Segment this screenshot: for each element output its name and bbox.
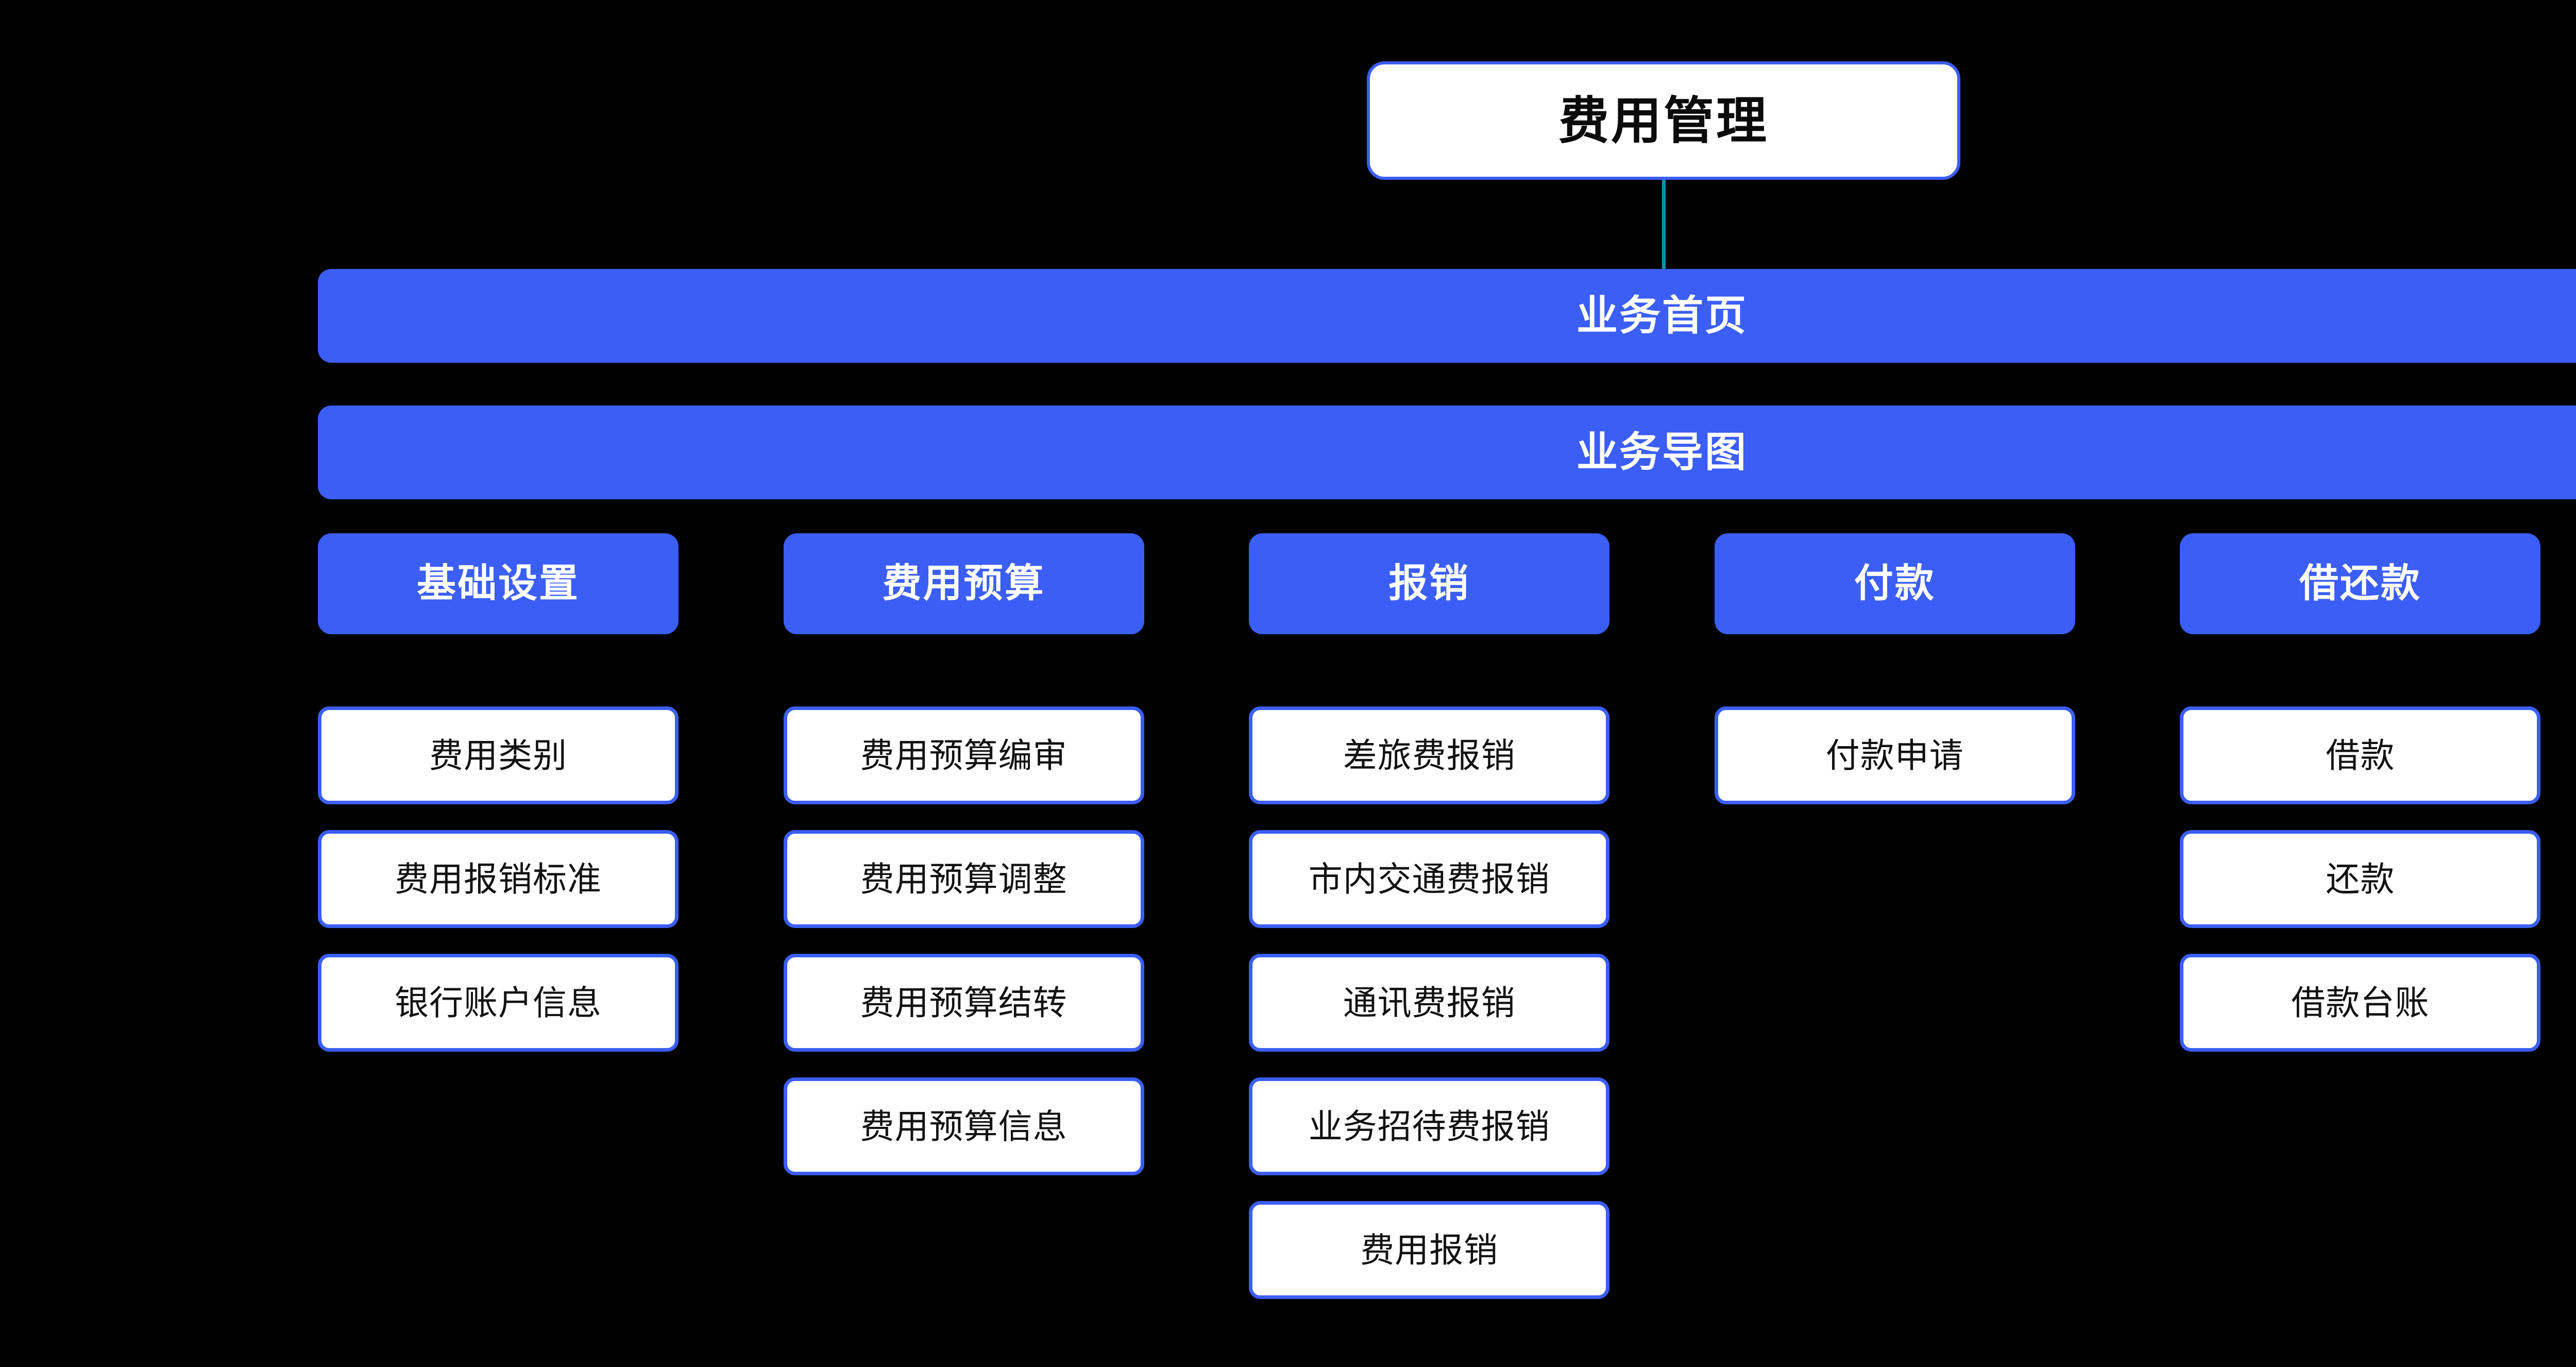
bar-business-map-label: 业务导图 [1577, 429, 1748, 475]
column-spacer [318, 634, 679, 706]
root-node-label: 费用管理 [1558, 92, 1769, 149]
list-item-label: 差旅费报销 [1343, 736, 1516, 774]
column-expense-budget: 费用预算 费用预算编审 费用预算调整 费用预算结转 费用预算信息 [783, 533, 1144, 1337]
column-payment: 付款 付款申请 [1714, 533, 2075, 1337]
list-item-label: 通讯费报销 [1343, 984, 1516, 1022]
list-item[interactable]: 费用预算结转 [783, 954, 1144, 1052]
list-item[interactable]: 付款申请 [1714, 706, 2075, 804]
root-node-card[interactable]: 费用管理 [1367, 61, 1960, 180]
list-item[interactable]: 费用类别 [318, 706, 679, 804]
list-item[interactable]: 费用预算编审 [783, 706, 1144, 804]
category-header-label: 报销 [1388, 562, 1470, 605]
list-item-label: 费用报销 [1360, 1231, 1499, 1269]
bar-business-map[interactable]: 业务导图 [318, 406, 2576, 499]
category-header-payment[interactable]: 付款 [1714, 533, 2075, 634]
list-item[interactable]: 费用报销 [1249, 1201, 1610, 1299]
list-item-label: 银行账户信息 [395, 984, 602, 1022]
category-columns: 基础设置 费用类别 费用报销标准 银行账户信息 费用预算 费用预算编审 费用预算… [318, 533, 2576, 1337]
category-header-label: 费用预算 [882, 562, 1045, 605]
list-item[interactable]: 通讯费报销 [1249, 954, 1610, 1052]
column-spacer [784, 634, 1144, 706]
root-connector-line [1662, 180, 1666, 270]
list-item[interactable]: 业务招待费报销 [1249, 1077, 1610, 1175]
list-item-label: 费用预算信息 [860, 1107, 1067, 1145]
category-header-basic-settings[interactable]: 基础设置 [318, 533, 679, 634]
bar-business-home-label: 业务首页 [1577, 293, 1748, 339]
list-item[interactable]: 费用预算信息 [783, 1077, 1144, 1175]
list-item-label: 费用预算调整 [860, 860, 1067, 898]
list-item-label: 借款 [2326, 736, 2395, 774]
list-item[interactable]: 费用报销标准 [318, 830, 679, 928]
column-spacer [2180, 634, 2540, 706]
list-item[interactable]: 费用预算调整 [783, 830, 1144, 928]
list-item-label: 费用预算编审 [860, 736, 1067, 774]
list-item-label: 费用预算结转 [860, 984, 1067, 1022]
list-item-label: 费用类别 [429, 736, 567, 774]
category-header-label: 基础设置 [417, 562, 580, 605]
column-basic-settings: 基础设置 费用类别 费用报销标准 银行账户信息 [318, 533, 679, 1337]
list-item-label: 借款台账 [2291, 984, 2430, 1022]
category-header-label: 付款 [1854, 562, 1936, 605]
list-item[interactable]: 差旅费报销 [1249, 706, 1610, 804]
list-item-label: 付款申请 [1825, 736, 1964, 774]
list-item[interactable]: 借款台账 [2180, 954, 2541, 1052]
column-spacer [1249, 634, 1609, 706]
column-reimbursement: 报销 差旅费报销 市内交通费报销 通讯费报销 业务招待费报销 费用报销 [1249, 533, 1610, 1337]
list-item[interactable]: 还款 [2180, 830, 2541, 928]
category-header-reimbursement[interactable]: 报销 [1249, 533, 1610, 634]
list-item-label: 业务招待费报销 [1308, 1107, 1550, 1145]
bar-business-home[interactable]: 业务首页 [318, 269, 2576, 363]
column-spacer [1715, 634, 2075, 706]
column-loan-repayment: 借还款 借款 还款 借款台账 [2180, 533, 2541, 1337]
list-item[interactable]: 借款 [2180, 706, 2541, 804]
list-item[interactable]: 市内交通费报销 [1249, 830, 1610, 928]
list-item-label: 市内交通费报销 [1308, 860, 1550, 898]
list-item-label: 费用报销标准 [395, 860, 602, 898]
category-header-loan-repayment[interactable]: 借还款 [2180, 533, 2541, 634]
category-header-expense-budget[interactable]: 费用预算 [783, 533, 1144, 634]
list-item-label: 还款 [2326, 860, 2395, 898]
list-item[interactable]: 银行账户信息 [318, 954, 679, 1052]
category-header-label: 借还款 [2299, 562, 2421, 605]
